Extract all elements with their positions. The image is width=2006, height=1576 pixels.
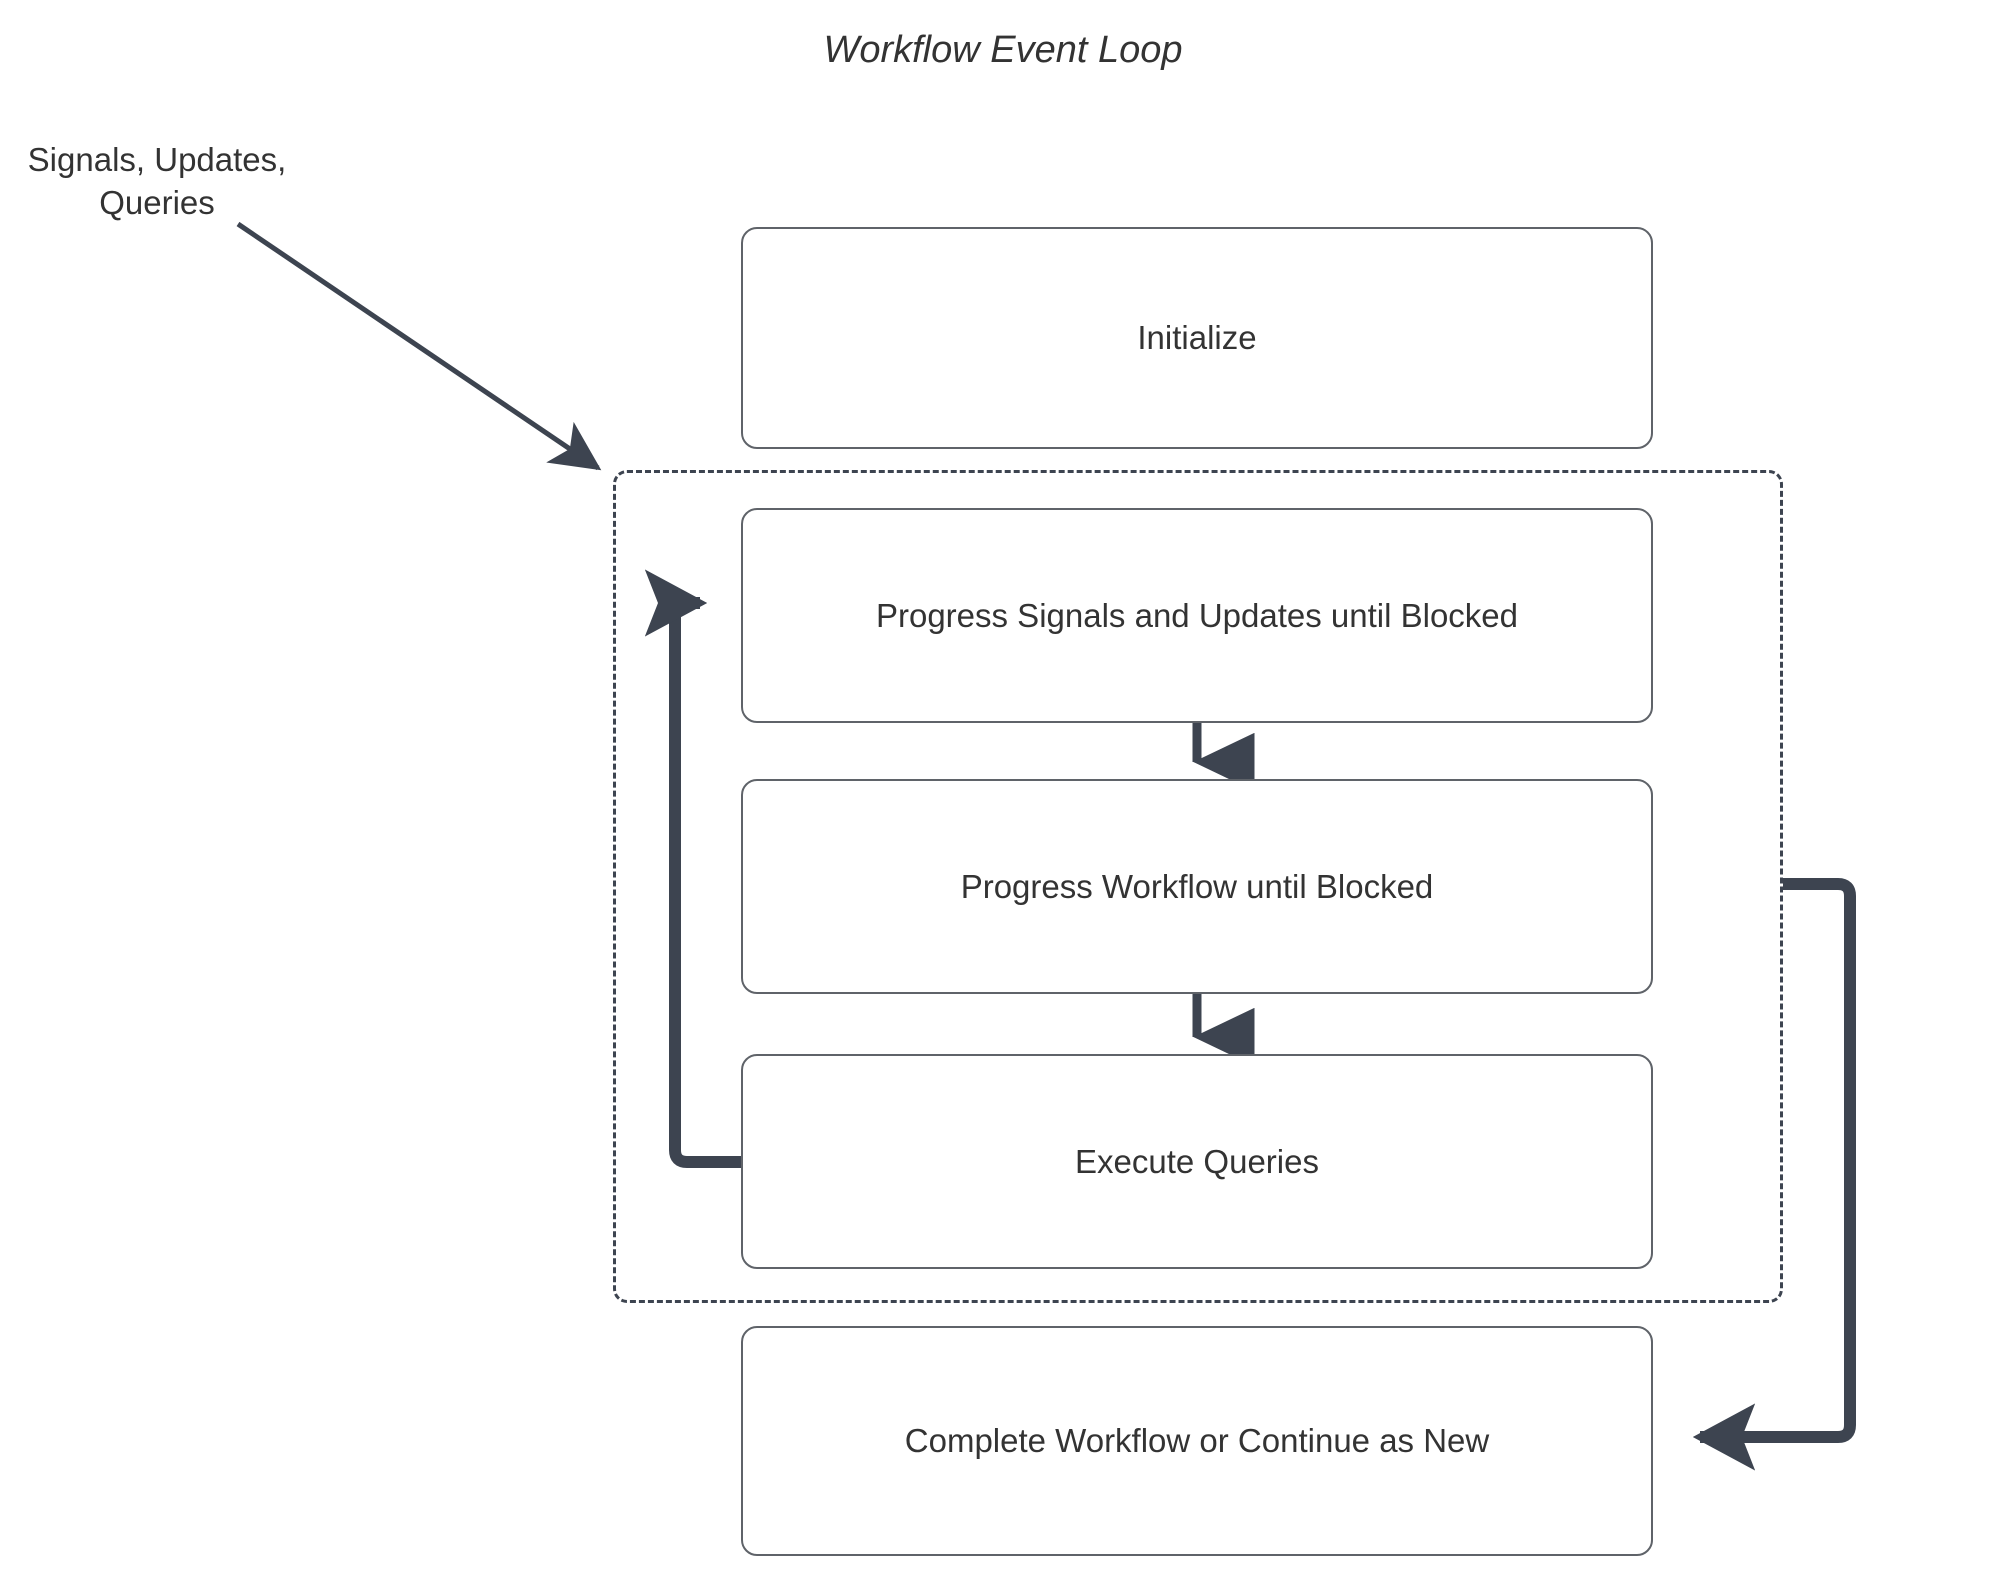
node-progress-workflow-label: Progress Workflow until Blocked xyxy=(960,867,1434,905)
node-initialize[interactable]: Initialize xyxy=(741,227,1653,449)
external-input-label-line1: Signals, Updates, xyxy=(27,141,287,178)
external-input-label: Signals, Updates, Queries xyxy=(12,138,302,224)
node-progress-signals-and-updates[interactable]: Progress Signals and Updates until Block… xyxy=(741,508,1653,723)
node-execute-queries-label: Execute Queries xyxy=(1075,1142,1319,1180)
node-progress-signals-label: Progress Signals and Updates until Block… xyxy=(875,596,1519,634)
node-complete-workflow[interactable]: Complete Workflow or Continue as New xyxy=(741,1326,1653,1556)
connector-input-to-loop xyxy=(236,221,602,471)
node-progress-workflow[interactable]: Progress Workflow until Blocked xyxy=(741,779,1653,994)
node-complete-workflow-label: Complete Workflow or Continue as New xyxy=(904,1422,1490,1459)
page-title: Workflow Event Loop xyxy=(823,29,1183,71)
node-initialize-label: Initialize xyxy=(1137,319,1257,356)
external-input-label-line2: Queries xyxy=(99,184,215,221)
node-execute-queries[interactable]: Execute Queries xyxy=(741,1054,1653,1269)
